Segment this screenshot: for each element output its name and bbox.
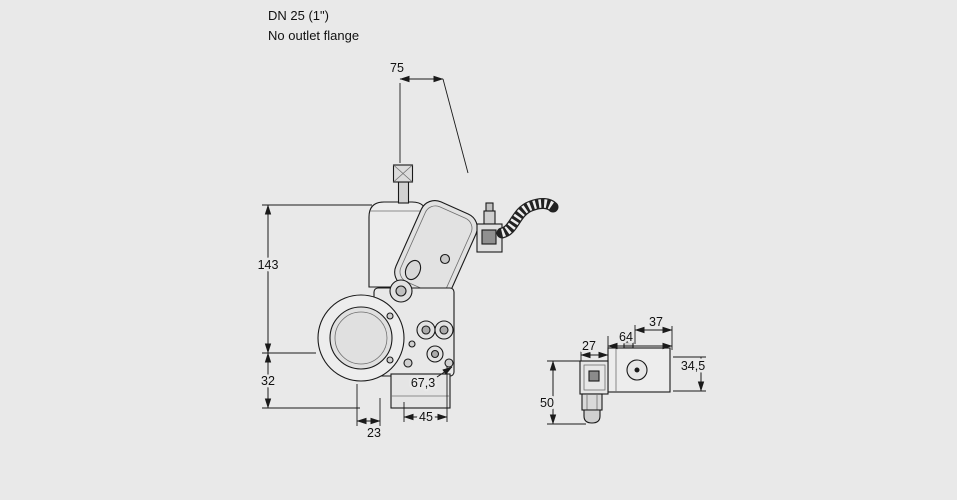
dim-143: 143 bbox=[255, 204, 372, 354]
dim-64: 64 bbox=[607, 326, 673, 350]
dim-50: 50 bbox=[538, 360, 586, 425]
cable-plug-assembly bbox=[476, 198, 559, 253]
dim-label-32: 32 bbox=[261, 374, 275, 388]
inlet-bore-circle bbox=[329, 306, 393, 370]
product-variant: No outlet flange bbox=[268, 28, 360, 43]
dim-label-143: 143 bbox=[258, 258, 279, 272]
side-view: 27 64 37 34,5 bbox=[538, 313, 708, 425]
dim-37: 37 bbox=[634, 313, 673, 344]
dim-label-23: 23 bbox=[367, 426, 381, 440]
bottom-flange bbox=[390, 373, 451, 409]
dim-label-45: 45 bbox=[419, 410, 433, 424]
plug-housing bbox=[579, 360, 609, 395]
dim-45: 45 bbox=[403, 366, 448, 427]
top-fitting bbox=[392, 164, 414, 204]
dim-label-34-5: 34,5 bbox=[681, 359, 705, 373]
dim-label-37: 37 bbox=[649, 315, 663, 329]
dim-32: 32 bbox=[259, 352, 360, 409]
plug-socket bbox=[481, 229, 497, 245]
dim-label-75: 75 bbox=[390, 61, 404, 75]
cable bbox=[496, 198, 559, 239]
dim-27: 27 bbox=[580, 336, 609, 361]
valve-body bbox=[317, 279, 455, 409]
coil-body bbox=[607, 341, 671, 393]
front-view: 75 143 32 23 bbox=[255, 59, 559, 443]
header-block: DN 25 (1") No outlet flange bbox=[268, 6, 359, 46]
pressure-taps bbox=[386, 312, 454, 368]
cable-gland bbox=[581, 393, 603, 424]
dim-label-67-3: 67,3 bbox=[411, 376, 435, 390]
dim-34-5: 34,5 bbox=[673, 356, 708, 392]
dim-label-27: 27 bbox=[582, 339, 596, 353]
plug-neck bbox=[483, 210, 496, 225]
inlet-thread-circle bbox=[334, 311, 388, 365]
dim-23: 23 bbox=[356, 384, 383, 443]
dim-label-64: 64 bbox=[619, 330, 633, 344]
product-title: DN 25 (1") bbox=[268, 8, 329, 23]
dim-67-3: 67,3 bbox=[408, 366, 453, 393]
dim-75: 75 bbox=[388, 59, 469, 174]
dim-label-50: 50 bbox=[540, 396, 554, 410]
